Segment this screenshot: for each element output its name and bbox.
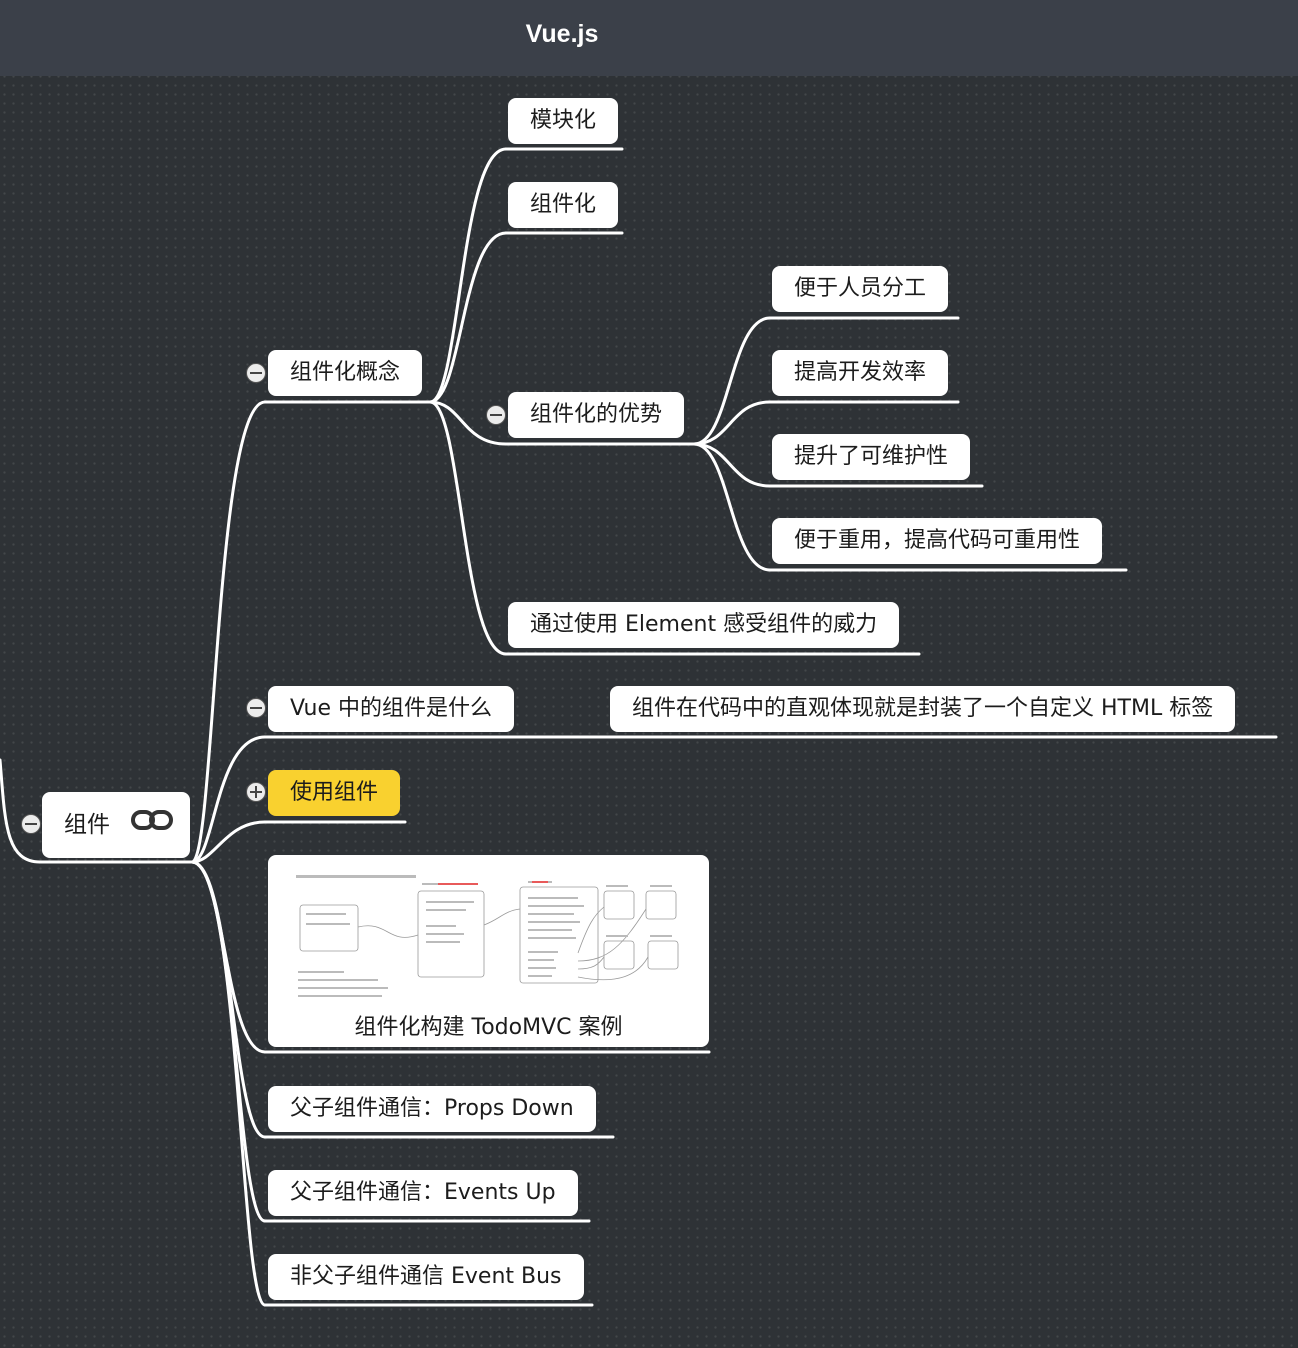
- root-label: 组件: [64, 812, 110, 838]
- node-props-down[interactable]: 父子组件通信：Props Down: [268, 1086, 596, 1132]
- node-adv-efficiency[interactable]: 提高开发效率: [772, 350, 949, 396]
- concept-collapse-toggle[interactable]: [246, 363, 266, 383]
- node-element[interactable]: 通过使用 Element 感受组件的威力: [508, 602, 900, 648]
- connector-concept-componentization: [428, 231, 508, 404]
- node-componentization[interactable]: 组件化: [508, 182, 619, 228]
- connector-root-events: [190, 860, 267, 1223]
- connector-root-todomvc: [190, 860, 267, 1054]
- node-adv-maintain[interactable]: 提升了可维护性: [772, 434, 971, 480]
- node-adv-division[interactable]: 便于人员分工: [772, 266, 949, 312]
- connector-root-concept: [190, 400, 267, 864]
- node-todomvc[interactable]: 组件化构建 TodoMVC 案例: [268, 855, 709, 1047]
- node-what-is-answer[interactable]: 组件在代码中的直观体现就是封装了一个自定义 HTML 标签: [610, 686, 1236, 732]
- node-use-components[interactable]: 使用组件: [268, 770, 401, 816]
- link-icon[interactable]: [131, 791, 174, 857]
- connector-root-bus: [190, 860, 267, 1307]
- connector-concept-element: [428, 400, 508, 656]
- app-title: Vue.js: [525, 20, 599, 48]
- connector-root-parent: [0, 758, 42, 864]
- node-adv-reuse[interactable]: 便于重用，提高代码可重用性: [772, 518, 1103, 564]
- advantages-collapse-toggle[interactable]: [486, 405, 506, 425]
- node-concept[interactable]: 组件化概念: [268, 350, 423, 396]
- connector-root-whatis: [190, 735, 267, 864]
- todomvc-architecture-thumbnail: [296, 875, 679, 997]
- connector-concept-advantages: [428, 400, 508, 446]
- todomvc-caption: 组件化构建 TodoMVC 案例: [354, 1015, 623, 1040]
- whatis-collapse-toggle[interactable]: [246, 698, 266, 718]
- node-event-bus[interactable]: 非父子组件通信 Event Bus: [268, 1254, 584, 1300]
- node-advantages[interactable]: 组件化的优势: [508, 392, 685, 438]
- connector-concept-modular: [428, 147, 508, 404]
- use-expand-toggle[interactable]: [246, 782, 266, 802]
- connector-adv-maintain: [692, 442, 772, 488]
- connector-adv-division: [692, 316, 772, 446]
- node-events-up[interactable]: 父子组件通信：Events Up: [268, 1170, 578, 1216]
- root-node[interactable]: 组件: [42, 792, 190, 858]
- node-modular[interactable]: 模块化: [508, 98, 619, 144]
- node-what-is[interactable]: Vue 中的组件是什么: [268, 686, 515, 732]
- root-collapse-toggle[interactable]: [21, 814, 41, 834]
- window-titlebar: Vue.js: [0, 0, 1298, 76]
- connector-root-use: [190, 820, 267, 864]
- connector-adv-reuse: [692, 442, 772, 572]
- connector-adv-efficiency: [692, 400, 772, 446]
